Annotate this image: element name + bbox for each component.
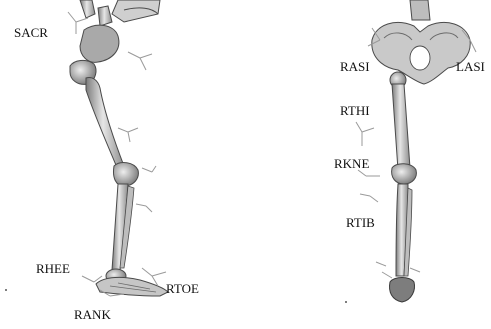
side-knee [113,163,138,186]
label-rthi: RTHI [340,104,370,117]
side-femur [86,77,124,170]
side-stray-dot [5,289,7,291]
side-pelvis [80,25,119,62]
label-lasi: LASI [456,60,485,73]
front-stray-dot [345,301,347,303]
front-spine [410,0,430,20]
front-knee [392,164,417,184]
front-view-leg [345,0,476,303]
label-rank: RANK [74,308,111,321]
label-rtib: RTIB [346,216,375,229]
front-foot [390,278,415,303]
side-spine [80,0,160,26]
label-sacr: SACR [14,26,48,39]
label-rasi: RASI [340,60,370,73]
front-femur [392,84,410,170]
label-rkne: RKNE [334,157,369,170]
label-rtoe: RTOE [166,282,199,295]
label-rhee: RHEE [36,262,70,275]
side-foot [96,277,168,296]
side-view-leg [5,0,168,296]
